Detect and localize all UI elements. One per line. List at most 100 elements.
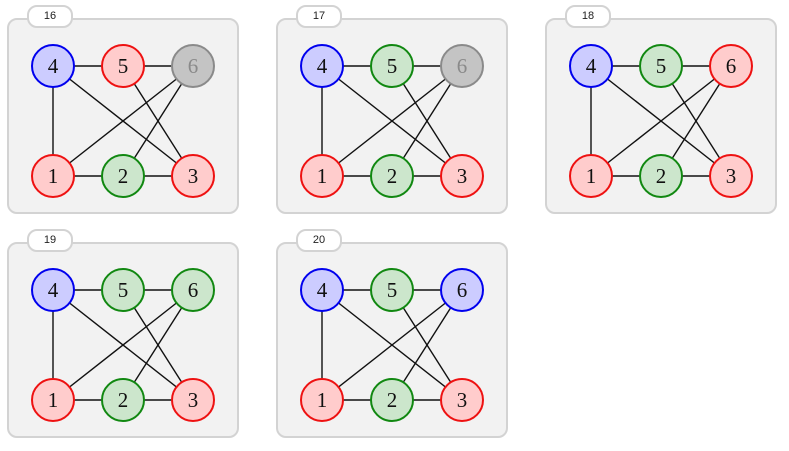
node-circle [709, 44, 753, 88]
edge-6-1 [321, 65, 463, 177]
node-circle [300, 378, 344, 422]
node-label: 1 [317, 164, 328, 188]
step-number-tab: 20 [296, 229, 342, 252]
node-circle [440, 378, 484, 422]
node-circle [569, 154, 613, 198]
node-label: 6 [457, 54, 468, 78]
node-label: 6 [188, 278, 199, 302]
node-circle [300, 154, 344, 198]
node-circle [31, 378, 75, 422]
node-label: 1 [48, 388, 59, 412]
node-1: 1 [300, 154, 344, 198]
step-number-tab: 19 [27, 229, 73, 252]
node-label: 4 [586, 54, 597, 78]
node-label: 3 [188, 164, 199, 188]
node-6: 6 [709, 44, 753, 88]
node-label: 3 [726, 164, 737, 188]
node-label: 2 [656, 164, 667, 188]
node-4: 4 [31, 44, 75, 88]
edge-6-1 [590, 65, 732, 177]
edge-6-1 [52, 65, 194, 177]
node-circle [31, 268, 75, 312]
node-1: 1 [31, 378, 75, 422]
edge-6-1 [321, 289, 463, 401]
step-number-tab: 18 [565, 5, 611, 28]
node-circle [370, 154, 414, 198]
node-label: 4 [48, 54, 59, 78]
node-label: 5 [656, 54, 667, 78]
graph: 4 5 6 1 2 3 [569, 44, 753, 198]
node-circle [300, 44, 344, 88]
node-1: 1 [569, 154, 613, 198]
node-label: 4 [317, 54, 328, 78]
step-panel: 17 4 5 6 1 2 3 [276, 5, 508, 214]
step-panel: 20 4 5 6 1 2 3 [276, 229, 508, 438]
step-panel: 18 4 5 6 1 2 3 [545, 5, 777, 214]
node-2: 2 [370, 378, 414, 422]
node-circle [101, 154, 145, 198]
node-label: 6 [457, 278, 468, 302]
node-3: 3 [171, 378, 215, 422]
node-label: 5 [118, 278, 129, 302]
node-label: 4 [317, 278, 328, 302]
node-label: 1 [48, 164, 59, 188]
node-6: 6 [440, 268, 484, 312]
node-circle [370, 378, 414, 422]
node-circle [639, 154, 683, 198]
node-label: 3 [188, 388, 199, 412]
node-label: 3 [457, 164, 468, 188]
node-circle [639, 44, 683, 88]
node-4: 4 [31, 268, 75, 312]
node-label: 2 [118, 164, 129, 188]
step-number-tab: 17 [296, 5, 342, 28]
node-circle [101, 44, 145, 88]
node-3: 3 [440, 154, 484, 198]
node-circle [171, 44, 215, 88]
node-4: 4 [569, 44, 613, 88]
graph: 4 5 6 1 2 3 [300, 268, 484, 422]
node-circle [31, 44, 75, 88]
node-label: 1 [317, 388, 328, 412]
node-circle [171, 154, 215, 198]
node-2: 2 [101, 154, 145, 198]
node-label: 5 [118, 54, 129, 78]
node-3: 3 [709, 154, 753, 198]
node-circle [171, 268, 215, 312]
node-circle [370, 268, 414, 312]
node-2: 2 [370, 154, 414, 198]
node-5: 5 [639, 44, 683, 88]
node-label: 1 [586, 164, 597, 188]
node-circle [440, 154, 484, 198]
node-1: 1 [31, 154, 75, 198]
edge-6-1 [52, 289, 194, 401]
node-2: 2 [101, 378, 145, 422]
node-label: 2 [118, 388, 129, 412]
node-label: 6 [726, 54, 737, 78]
node-label: 6 [188, 54, 199, 78]
node-5: 5 [370, 44, 414, 88]
node-circle [569, 44, 613, 88]
node-circle [300, 268, 344, 312]
node-6: 6 [171, 44, 215, 88]
step-number-tab: 16 [27, 5, 73, 28]
node-circle [440, 44, 484, 88]
step-panel: 16 4 5 6 1 2 3 [7, 5, 239, 214]
node-2: 2 [639, 154, 683, 198]
node-circle [370, 44, 414, 88]
node-label: 2 [387, 388, 398, 412]
node-circle [101, 378, 145, 422]
node-circle [171, 378, 215, 422]
node-5: 5 [370, 268, 414, 312]
node-6: 6 [440, 44, 484, 88]
node-1: 1 [300, 378, 344, 422]
node-label: 5 [387, 54, 398, 78]
graph: 4 5 6 1 2 3 [31, 268, 215, 422]
node-label: 2 [387, 164, 398, 188]
node-circle [440, 268, 484, 312]
step-panel: 19 4 5 6 1 2 3 [7, 229, 239, 438]
graph: 4 5 6 1 2 3 [300, 44, 484, 198]
node-label: 3 [457, 388, 468, 412]
node-label: 5 [387, 278, 398, 302]
node-6: 6 [171, 268, 215, 312]
node-circle [709, 154, 753, 198]
